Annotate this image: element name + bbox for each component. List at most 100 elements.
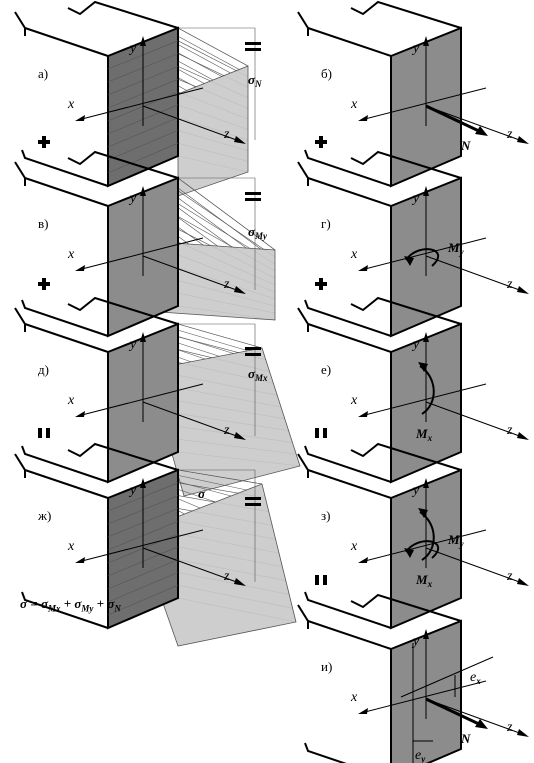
equals-sign-bar xyxy=(245,503,261,506)
hatch-line xyxy=(169,31,240,70)
moment-mx-label-subscript: x xyxy=(427,579,433,589)
moment-my-arrowhead xyxy=(404,256,414,266)
y-axis-label: y xyxy=(411,634,420,649)
z-axis xyxy=(425,698,526,736)
x-axis-label: x xyxy=(67,539,75,554)
hatch-line xyxy=(169,327,248,352)
x-axis-label: x xyxy=(350,690,358,705)
plus-sign-bar xyxy=(42,278,46,290)
x-axis-arrow xyxy=(358,557,368,563)
hatch-line xyxy=(177,177,276,251)
x-axis-arrow xyxy=(75,265,85,271)
sigma-label-subscript: Mx xyxy=(254,373,268,383)
block-top-front-edge xyxy=(14,11,109,57)
section-hatch xyxy=(107,117,179,148)
z-axis xyxy=(425,105,526,143)
y-axis-arrow xyxy=(423,36,429,46)
y-axis-arrow xyxy=(423,478,429,488)
block-bottom-edge xyxy=(21,149,109,187)
y-axis-arrow xyxy=(423,629,429,639)
projection-line xyxy=(178,177,256,290)
x-axis-arrow xyxy=(358,708,368,714)
y-axis-label: y xyxy=(411,483,420,498)
formula-sigma: σ xyxy=(20,596,28,611)
parallel-sign-bar xyxy=(323,575,327,585)
y-axis-arrow xyxy=(423,332,429,342)
x-axis-label: x xyxy=(67,247,75,262)
sigma-label: σMy xyxy=(248,224,268,241)
z-axis-label: z xyxy=(223,277,230,292)
panel-label: ж) xyxy=(37,508,51,523)
formula-sub: Mx xyxy=(47,603,61,614)
moment-my-arc xyxy=(405,540,440,559)
y-axis-label: y xyxy=(128,41,137,56)
formula-sigma: σ xyxy=(40,596,48,611)
block-top-back-edge xyxy=(67,0,179,29)
x-axis-arrow xyxy=(75,115,85,121)
z-axis-label: z xyxy=(223,423,230,438)
z-axis xyxy=(142,547,243,585)
panel-label: и) xyxy=(321,659,332,674)
block-top-back-edge xyxy=(350,150,462,179)
block-bottom-edge xyxy=(304,299,392,337)
sigma-label: σ xyxy=(198,486,206,501)
normal-force-label: N xyxy=(460,138,471,153)
block-bottom-edge xyxy=(304,149,392,187)
panel-label: е) xyxy=(321,362,331,377)
block-top-front-edge xyxy=(14,307,109,353)
stress-diagram-v xyxy=(107,177,276,321)
formula-plus: + xyxy=(63,596,72,611)
section-hatch xyxy=(107,559,179,590)
y-axis-label: y xyxy=(128,483,137,498)
moment-mx-arrowhead xyxy=(418,508,428,518)
y-axis-label: y xyxy=(128,191,137,206)
block-top-front-edge xyxy=(14,161,109,207)
hatch-line xyxy=(169,181,261,250)
z-axis-arrow xyxy=(234,432,246,440)
x-axis xyxy=(77,237,204,271)
hatch-line xyxy=(177,469,263,485)
x-axis-arrow xyxy=(75,411,85,417)
x-axis-arrow xyxy=(358,411,368,417)
x-axis-arrow xyxy=(358,265,368,271)
parallel-sign-bar xyxy=(46,428,50,438)
block-top-back-edge xyxy=(350,442,462,471)
plus-sign-bar xyxy=(42,136,46,148)
x-axis-arrow xyxy=(358,115,368,121)
moment-my-label-subscript: y xyxy=(459,539,465,549)
moment-mx-label-subscript: x xyxy=(427,433,433,443)
equals-sign-bar xyxy=(245,497,261,500)
moment-mx-arrowhead xyxy=(418,362,428,372)
formula-plus: + xyxy=(96,596,105,611)
z-axis-arrow xyxy=(234,136,246,144)
z-axis xyxy=(142,401,243,439)
z-axis-label: z xyxy=(506,569,513,584)
y-axis-label: y xyxy=(411,337,420,352)
formula-sub: N xyxy=(114,603,121,614)
block-top-back-edge xyxy=(67,296,179,325)
normal-force-arrowhead xyxy=(475,719,488,729)
z-axis xyxy=(425,255,526,293)
hatch-line xyxy=(177,323,263,349)
moment-my-arc xyxy=(405,248,440,267)
x-axis xyxy=(77,87,204,121)
block-top-back-edge xyxy=(350,296,462,325)
z-axis-label: z xyxy=(506,127,513,142)
eccentric-axis-horizontal xyxy=(400,656,494,698)
projection-line xyxy=(178,323,256,436)
formula-sigma: σ xyxy=(107,596,115,611)
equals-sign-bar xyxy=(245,347,261,350)
moment-my-label-subscript: y xyxy=(459,247,465,257)
x-axis-label: x xyxy=(67,393,75,408)
block-bottom-edge xyxy=(304,445,392,483)
block-bottom-edge xyxy=(21,445,109,483)
equals-sign-bar xyxy=(245,198,261,201)
y-axis-arrow xyxy=(140,36,146,46)
panel-label: б) xyxy=(321,66,332,81)
x-axis-arrow xyxy=(75,557,85,563)
